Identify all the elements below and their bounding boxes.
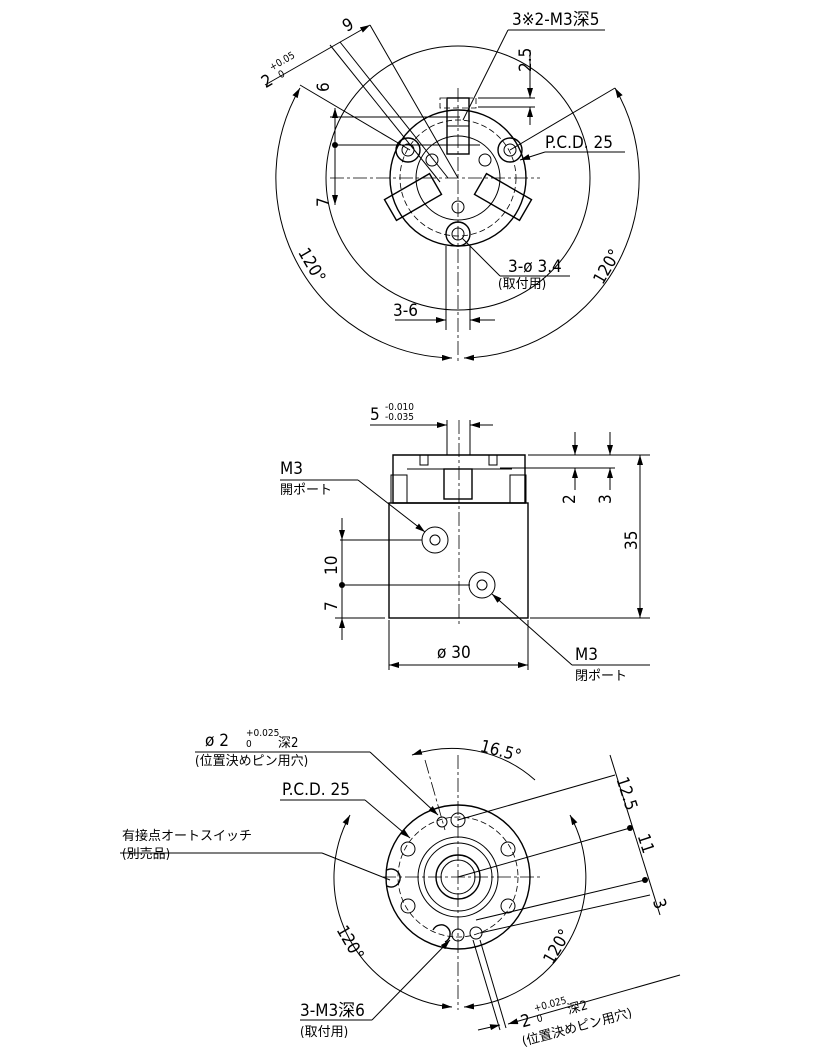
jaw [383, 172, 443, 222]
pin2-label: 2 [519, 1010, 534, 1032]
dim-2-5: 2.5 [516, 48, 536, 72]
open-port [421, 526, 449, 554]
close-port-name: 閉ポート [575, 669, 627, 684]
angle-right: 120° [590, 246, 626, 288]
mount-hole [400, 841, 416, 857]
dim-6: 6 [314, 82, 334, 92]
dim-7: 7 [314, 197, 334, 207]
dim-2: 2 [258, 70, 276, 92]
tapped-hole-label: 3※2-M3深5 [512, 10, 599, 30]
holes-note: (取付用) [498, 277, 546, 292]
jaw [443, 468, 473, 500]
mount-hole [497, 137, 523, 163]
dim-11: 11 [633, 831, 658, 856]
dim-10: 10 [322, 556, 342, 575]
holes-label: 3-ø 3.4 [508, 257, 562, 277]
pin-hole-note: (位置決めピン用穴) [195, 754, 308, 769]
switch-note: (別売品) [122, 846, 170, 862]
mount-hole [500, 898, 516, 914]
dim-12-5: 12.5 [611, 775, 641, 814]
diameter-label: ø 30 [437, 643, 471, 663]
mount-label: 3-M3深6 [300, 1001, 365, 1021]
outer-circle [325, 45, 591, 311]
close-port-label: M3 [575, 645, 598, 665]
pcd-label: P.C.D. 25 [282, 780, 350, 800]
jaw [473, 172, 533, 222]
open-port-label: M3 [280, 459, 303, 479]
mount-note: (取付用) [300, 1025, 348, 1040]
dim-7: 7 [322, 601, 342, 611]
dim-3: 3 [648, 896, 670, 911]
top-view: 9 2 +0.05 0 6 7 3※2-M3深5 2.5 P.C.D. 25 3… [258, 10, 640, 362]
close-port [468, 571, 496, 599]
svg-text:-0.035: -0.035 [385, 412, 414, 423]
pcd-label: P.C.D. 25 [545, 133, 613, 153]
dim-3-6: 3-6 [393, 301, 418, 321]
svg-text:深2: 深2 [278, 736, 298, 751]
angle-16-5: 16.5° [478, 736, 523, 766]
open-port-name: 開ポート [280, 483, 332, 498]
svg-text:+0.025: +0.025 [246, 728, 279, 739]
side-view: 5 -0.010 -0.035 M3 開ポート M3 閉ポート 2 3 35 1… [280, 402, 650, 684]
mount-hole [395, 137, 421, 163]
mount-hole [400, 898, 416, 914]
mount-hole [500, 841, 516, 857]
pin-hole-label: ø 2 [205, 731, 229, 751]
svg-text:0: 0 [246, 739, 252, 750]
dim-35: 35 [622, 531, 642, 550]
dim-9: 9 [339, 14, 357, 36]
pin-hole [436, 816, 448, 828]
angle-arc-right [463, 87, 640, 361]
svg-text:-0.010: -0.010 [385, 402, 414, 413]
svg-text:深2: 深2 [566, 998, 590, 1018]
bottom-view: ø 2 +0.025 0 深2 (位置決めピン用穴) P.C.D. 25 有接点… [120, 728, 681, 1050]
switch-label: 有接点オートスイッチ [122, 828, 252, 844]
angle-right: 120° [540, 926, 576, 968]
svg-text:0: 0 [277, 69, 288, 82]
svg-text:0: 0 [536, 1013, 545, 1025]
dim-2: 2 [560, 494, 580, 504]
switch-groove [386, 868, 401, 888]
dim-3: 3 [596, 494, 616, 504]
angle-arc-left [275, 87, 453, 361]
width-dim: 5 [370, 405, 380, 425]
